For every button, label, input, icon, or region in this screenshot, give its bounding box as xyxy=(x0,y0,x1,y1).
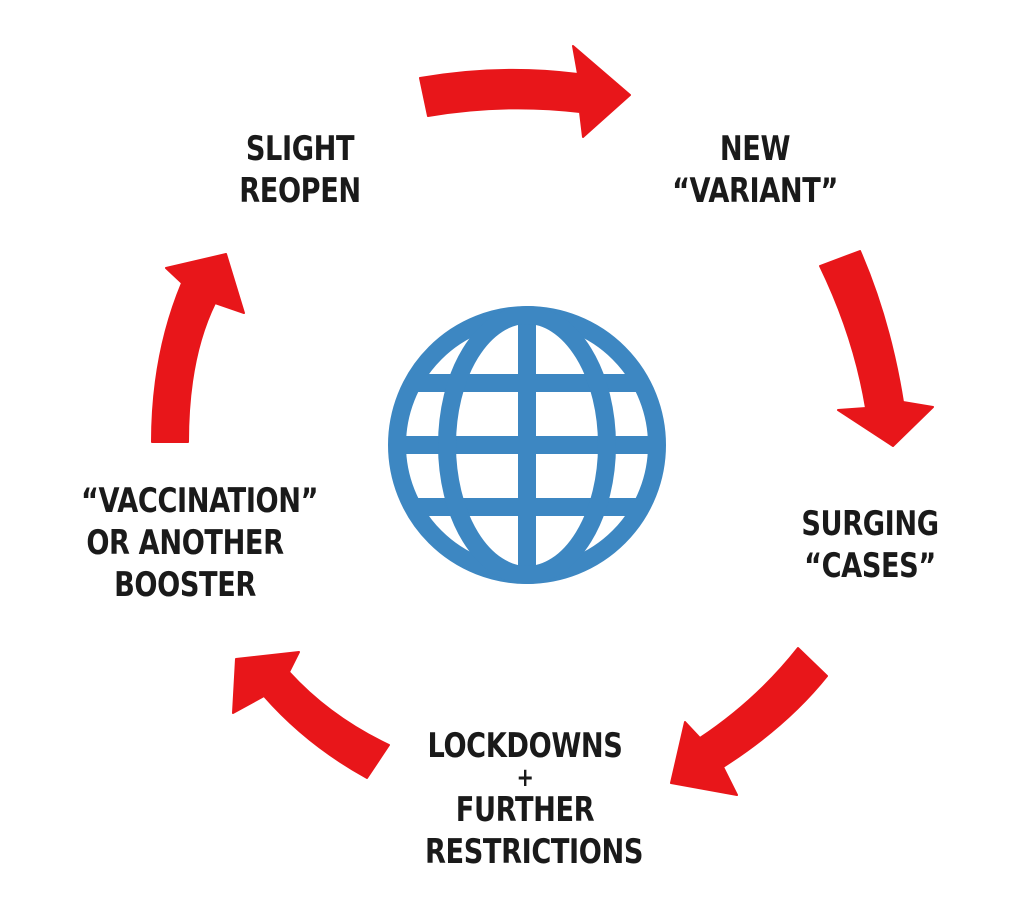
stage-slight-reopen-line1: SLIGHT xyxy=(245,129,355,169)
arrow-surging-to-lockdowns xyxy=(670,647,828,796)
arrow-variant-to-surging xyxy=(819,250,934,447)
stage-surging-cases-line1: SURGING xyxy=(801,504,939,544)
stage-lockdowns-line1: LOCKDOWNS xyxy=(427,726,623,766)
stage-vaccination: “VACCINATION” OR ANOTHER BOOSTER xyxy=(81,480,319,606)
stage-vaccination-line3: BOOSTER xyxy=(114,565,256,605)
stage-lockdowns-line4: RESTRICTIONS xyxy=(425,832,644,872)
stage-new-variant-line1: NEW xyxy=(719,129,791,169)
stage-new-variant-line2: “VARIANT” xyxy=(672,171,838,211)
arrow-reopen-to-variant xyxy=(419,45,631,138)
stage-slight-reopen: SLIGHT REOPEN xyxy=(220,128,380,212)
stage-surging-cases: SURGING “CASES” xyxy=(790,503,950,587)
stage-slight-reopen-line2: REOPEN xyxy=(239,171,361,211)
stage-lockdowns: LOCKDOWNS + FURTHER RESTRICTIONS xyxy=(425,725,644,873)
stage-lockdowns-line3: FURTHER xyxy=(455,790,595,830)
stage-surging-cases-line2: “CASES” xyxy=(804,546,936,586)
stage-vaccination-line2: OR ANOTHER xyxy=(86,523,284,563)
globe-icon xyxy=(388,306,666,584)
stage-lockdowns-plus: + xyxy=(516,763,534,793)
arrow-vaccination-to-reopen xyxy=(151,253,245,443)
stage-vaccination-line1: “VACCINATION” xyxy=(81,481,319,521)
arrow-lockdowns-to-vaccination xyxy=(232,651,390,779)
stage-new-variant: NEW “VARIANT” xyxy=(671,128,839,212)
